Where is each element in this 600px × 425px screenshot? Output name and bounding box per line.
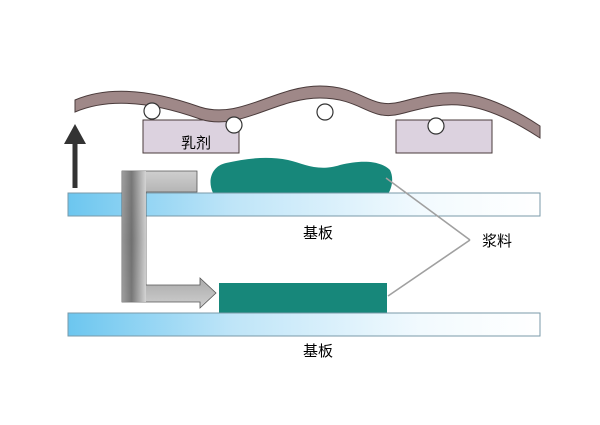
squeegee-tool — [121, 170, 217, 309]
label-substrate-top: 基板 — [303, 224, 333, 242]
label-emulsion: 乳剂 — [181, 134, 211, 152]
slurry-pointer-lines — [385, 177, 471, 297]
roller-3 — [316, 103, 334, 121]
substrate-bottom — [67, 312, 541, 337]
substrate-top — [67, 192, 541, 217]
slurry-top — [210, 157, 393, 194]
roller-4 — [427, 117, 445, 135]
label-slurry: 浆料 — [482, 232, 512, 250]
up-arrow-icon — [64, 124, 86, 188]
roller-1 — [143, 102, 161, 120]
roller-2 — [225, 116, 243, 134]
label-substrate-bottom: 基板 — [303, 342, 333, 360]
slurry-bottom — [219, 283, 387, 313]
emulsion-block-left — [142, 119, 240, 154]
